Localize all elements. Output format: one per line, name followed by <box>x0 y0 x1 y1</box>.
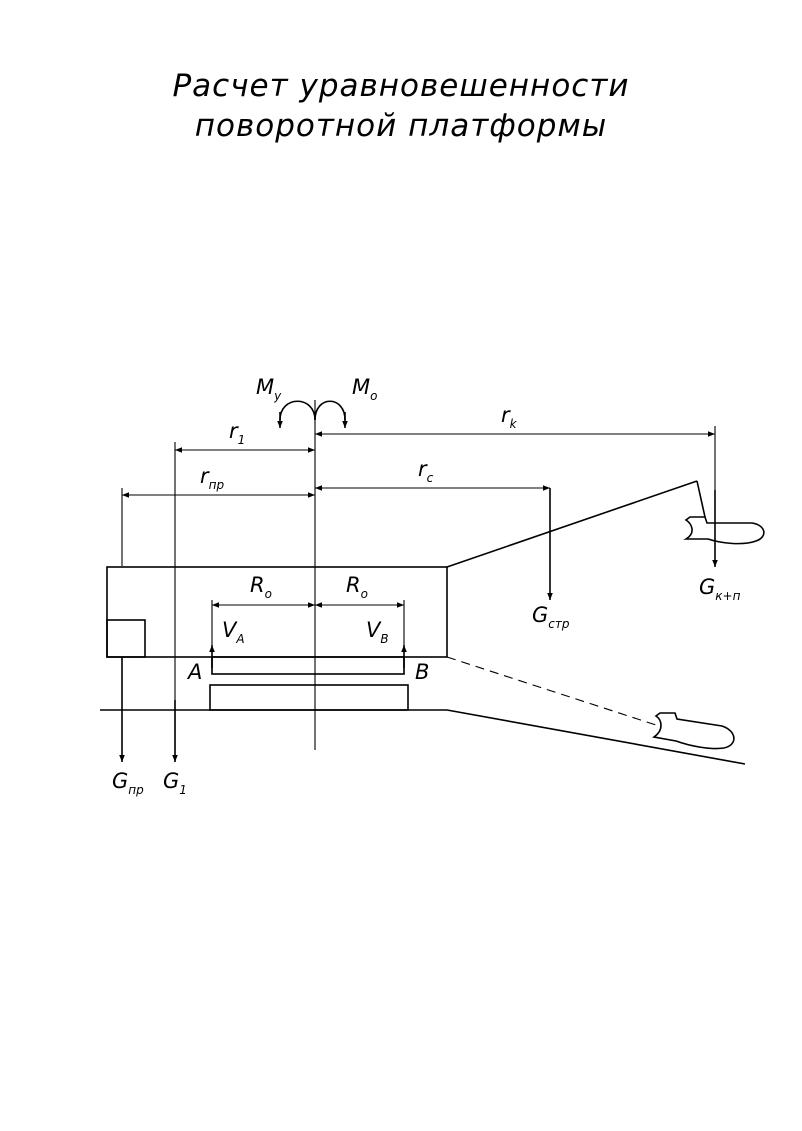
point-a-label: A <box>186 660 202 684</box>
g1-label: G1 <box>163 769 187 797</box>
ground-slope <box>446 709 746 765</box>
rpr-label: rпр <box>200 464 224 492</box>
ro-right-label: Rо <box>346 573 368 601</box>
ro-left-label: Rо <box>250 573 272 601</box>
g-str-label: Gстр <box>532 603 570 631</box>
moment-o-label: Mо <box>352 375 377 403</box>
platform-body <box>106 566 448 658</box>
stick-line <box>696 480 706 518</box>
undercarriage-block <box>209 684 409 711</box>
point-b-label: B <box>415 660 429 684</box>
slewing-ring <box>211 656 405 675</box>
g-pr-label: Gпр <box>112 769 144 797</box>
moment-y-label: Mу <box>256 375 282 403</box>
counterweight-block <box>106 619 146 658</box>
vb-label: VB <box>366 618 389 646</box>
moment-y-arc <box>279 400 316 421</box>
rc-label: rc <box>418 457 434 485</box>
rk-label: rk <box>501 403 518 431</box>
g-kn-label: Gк+п <box>699 575 741 603</box>
raised-bucket <box>683 516 765 545</box>
lowered-bucket <box>651 712 735 750</box>
boom-lowered-dashed <box>446 656 657 726</box>
r1-label: r1 <box>229 419 245 447</box>
boom-line <box>446 480 698 568</box>
moment-o-arc <box>314 400 346 421</box>
diagram-title-line-2: поворотной платформы <box>194 108 608 144</box>
va-label: VA <box>222 618 245 646</box>
diagram-title-line-1: Расчет уравновешенности <box>172 68 630 104</box>
